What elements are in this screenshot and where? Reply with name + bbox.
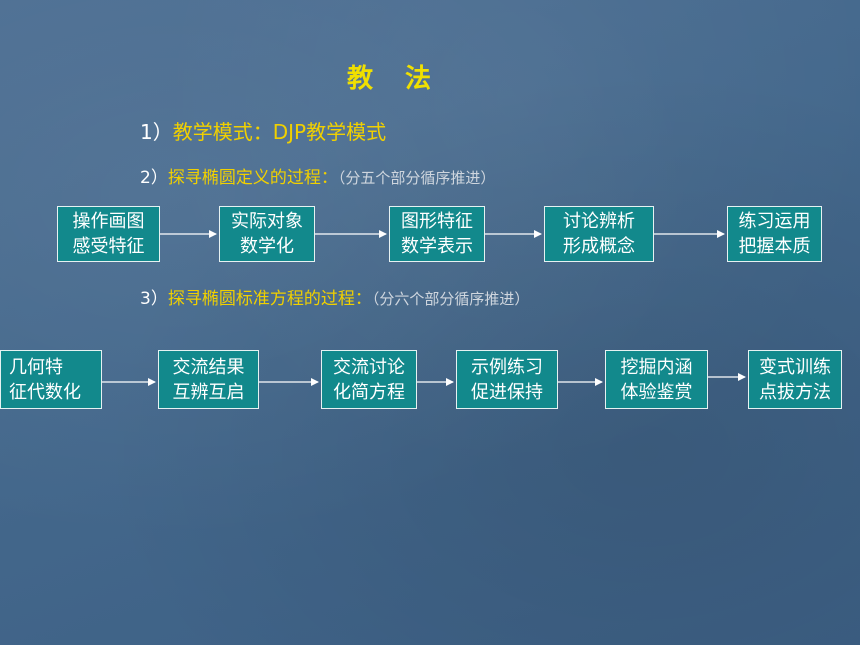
item-equation-process: 3）探寻椭圆标准方程的过程：（分六个部分循序推进）: [140, 287, 529, 311]
step-line-2: 形成概念: [563, 236, 635, 257]
item-text: DJP教学模式: [272, 120, 387, 144]
item-number: 3）: [140, 289, 168, 309]
step-line-1: 交流讨论: [333, 356, 405, 378]
item-number: 2）: [140, 168, 168, 188]
flow-def-step-1: 操作画图 感受特征: [57, 206, 160, 262]
item-label: 探寻椭圆标准方程的过程：: [167, 289, 372, 309]
step-line-1: 实际对象: [231, 211, 303, 232]
item-definition-process: 2）探寻椭圆定义的过程：（分五个部分循序推进）: [140, 166, 495, 190]
flow-eq-step-4: 示例练习 促进保持: [456, 350, 558, 409]
flow-def-step-4: 讨论辨析 形成概念: [544, 206, 654, 262]
step-line-2: 促进保持: [471, 381, 543, 403]
step-line-1: 讨论辨析: [563, 211, 635, 232]
step-line-1: 变式训练: [759, 356, 831, 378]
flow-eq-step-5: 挖掘内涵 体验鉴赏: [605, 350, 708, 409]
step-line-2: 体验鉴赏: [620, 381, 693, 403]
step-line-2: 互辨互启: [172, 381, 245, 403]
flow-eq-step-6: 变式训练 点拔方法: [748, 350, 842, 409]
item-label: 探寻椭圆定义的过程：: [167, 168, 338, 188]
step-line-1: 交流结果: [172, 356, 245, 378]
step-line-1: 几何特: [9, 356, 63, 378]
step-line-2: 化简方程: [333, 381, 405, 403]
step-line-2: 征代数化: [9, 381, 81, 403]
step-line-2: 感受特征: [72, 236, 145, 257]
title-char-2: 法: [405, 64, 434, 94]
title-char-1: 教: [347, 64, 376, 94]
item-label: 教学模式：: [172, 120, 273, 144]
step-line-1: 挖掘内涵: [620, 356, 693, 378]
step-line-2: 数学化: [240, 236, 294, 257]
item-teaching-mode: 1）教学模式：DJP教学模式: [140, 118, 386, 146]
step-line-1: 操作画图: [72, 211, 145, 232]
step-line-1: 示例练习: [471, 356, 543, 378]
step-line-1: 图形特征: [401, 211, 473, 232]
step-line-1: 练习运用: [738, 211, 811, 232]
flow-def-step-2: 实际对象 数学化: [219, 206, 315, 262]
item-number: 1）: [140, 120, 173, 144]
flow-eq-step-2: 交流结果 互辨互启: [158, 350, 259, 409]
flow-eq-step-1: 几何特 征代数化: [0, 350, 102, 409]
flow-def-step-3: 图形特征 数学表示: [389, 206, 485, 262]
slide-title: 教法: [347, 62, 433, 96]
step-line-2: 数学表示: [401, 236, 473, 257]
item-note: （分六个部分循序推进）: [371, 290, 530, 308]
item-note: （分五个部分循序推进）: [337, 169, 496, 187]
flow-def-step-5: 练习运用 把握本质: [727, 206, 822, 262]
step-line-2: 把握本质: [738, 236, 811, 257]
step-line-2: 点拔方法: [759, 381, 831, 403]
flow-eq-step-3: 交流讨论 化简方程: [321, 350, 417, 409]
